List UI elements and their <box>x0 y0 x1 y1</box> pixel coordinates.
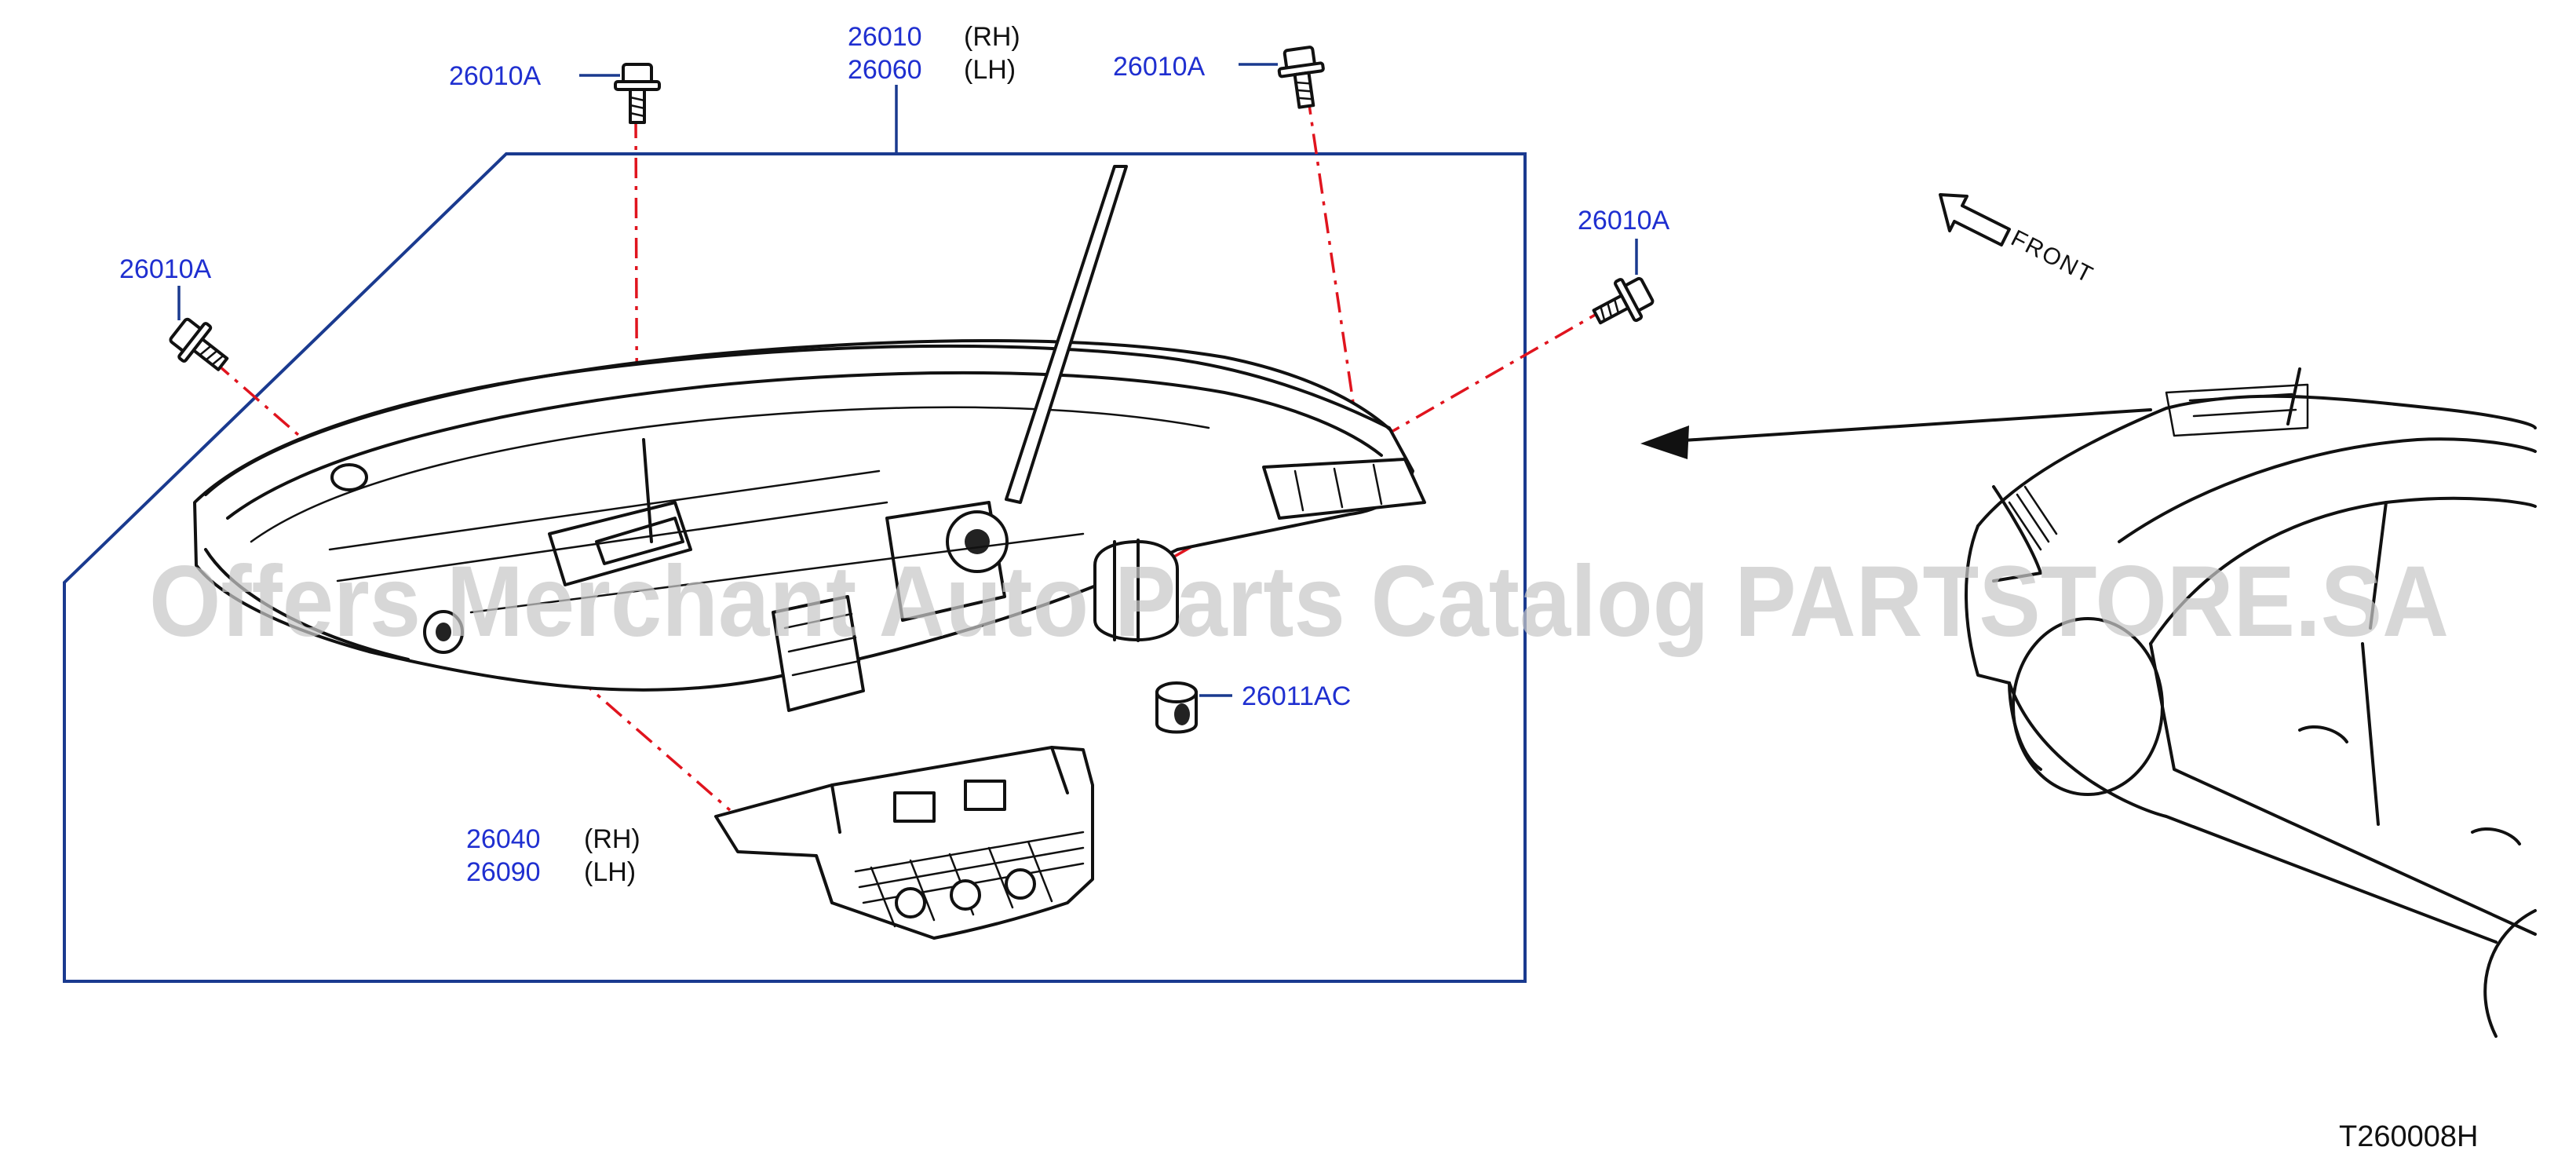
callout-bolt-top-left: 26010A <box>449 61 542 91</box>
location-arrow <box>1640 408 2152 459</box>
bulb-socket-icon <box>1155 681 1198 734</box>
callout-headlamp: 26010 (RH) 26060 (LH) <box>848 22 1020 85</box>
assembly-frame <box>63 152 1527 983</box>
bracket-drawing <box>714 746 1094 940</box>
diagram-code: T260008H <box>2339 1120 2478 1153</box>
callout-bracket-lh-code: 26090 <box>466 857 541 887</box>
callout-headlamp-rh-side: (RH) <box>964 22 1020 52</box>
callout-headlamp-lh-side: (LH) <box>964 55 1016 85</box>
callout-bracket: 26040 (RH) 26090 (LH) <box>466 824 640 887</box>
callout-bolt-left: 26010A <box>119 254 212 284</box>
front-label: FRONT <box>2007 225 2098 289</box>
callout-bracket-rh-side: (RH) <box>584 824 640 854</box>
callout-bolt-right: 26010A <box>1578 206 1670 236</box>
bolt-right-icon <box>1592 276 1655 325</box>
watermark: Offers Merchant Auto Parts Catalog PARTS… <box>149 546 2449 658</box>
callout-headlamp-rh-code: 26010 <box>848 22 922 52</box>
callout-bulb-socket: 26011AC <box>1242 681 1351 711</box>
headlamp-assembly-drawing <box>193 165 1426 712</box>
callout-bracket-rh-code: 26040 <box>466 824 541 854</box>
leader-lines <box>177 63 1638 849</box>
bolt-top-right-icon <box>1277 46 1325 109</box>
callout-bolt-top-right: 26010A <box>1113 52 1206 82</box>
callout-headlamp-lh-code: 26060 <box>848 55 922 85</box>
bolt-left-icon <box>169 317 229 371</box>
front-arrow-icon <box>1939 193 2011 247</box>
callout-bracket-lh-side: (LH) <box>584 857 636 887</box>
bolt-top-left-icon <box>614 63 661 124</box>
vehicle-silhouette-drawing <box>1965 367 2537 1038</box>
